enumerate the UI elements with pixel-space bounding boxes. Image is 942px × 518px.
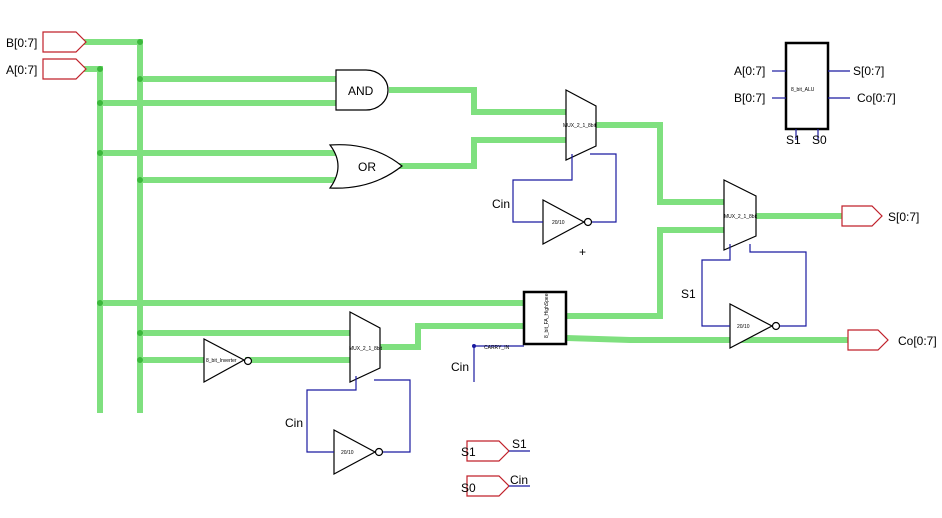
control-pin-s0-label: S0	[461, 481, 476, 495]
mux-bottom-label: MUX_2_1_8bit	[349, 346, 383, 352]
control-pin-s1-label: S1	[461, 445, 476, 459]
output-port-s[interactable]: S[0:7]	[841, 205, 919, 227]
mux-right[interactable]: MUX_2_1_8bit	[723, 179, 758, 251]
adder-carry-in-label: CARRY_IN	[484, 345, 510, 351]
alu-a-label: A[0:7]	[734, 64, 765, 78]
inverter-top-label: 20/10	[552, 220, 565, 226]
output-port-co[interactable]: Co[0:7]	[847, 329, 937, 351]
and-gate-label: AND	[348, 84, 374, 98]
output-port-co-label: Co[0:7]	[898, 334, 937, 348]
control-pin-s0[interactable]: S0 Cin	[461, 473, 530, 497]
cursor-crosshair-icon: +	[579, 245, 586, 259]
alu-co-label: Co[0:7]	[857, 91, 896, 105]
inverter-8bit-label: 8_bit_Inverter	[206, 358, 237, 364]
mux-bottom[interactable]: MUX_2_1_8bit	[349, 311, 383, 383]
cin-adder-label: Cin	[451, 360, 469, 374]
inverter-bottom-label: 20/10	[341, 450, 354, 456]
inverter-8bit[interactable]: 8_bit_Inverter	[203, 338, 253, 384]
and-gate[interactable]: AND	[335, 69, 389, 111]
adder-label: 8_bit_FA_HighSpeed	[544, 291, 550, 338]
input-port-a-label: A[0:7]	[6, 63, 37, 77]
alu-s1-label: S1	[786, 133, 801, 147]
input-port-b-label: B[0:7]	[6, 36, 37, 50]
mux-top[interactable]: MUX_2_1_8bit	[563, 89, 597, 161]
alu-s0-label: S0	[812, 133, 827, 147]
cin-top-label: Cin	[492, 197, 510, 211]
mux-right-label: MUX_2_1_8bit	[724, 214, 758, 220]
mux-top-label: MUX_2_1_8bit	[563, 123, 597, 129]
output-port-s-label: S[0:7]	[888, 210, 919, 224]
control-pin-s1-net: S1	[512, 437, 527, 451]
or-gate-label: OR	[358, 160, 376, 174]
alu-name: 8_bit_ALU	[791, 87, 815, 93]
alu-b-label: B[0:7]	[734, 91, 765, 105]
input-port-a[interactable]: A[0:7]	[6, 58, 87, 80]
input-port-b[interactable]: B[0:7]	[6, 31, 87, 53]
control-pin-s0-net: Cin	[510, 473, 528, 487]
alu-s-label: S[0:7]	[853, 64, 884, 78]
cin-bottom-label: Cin	[285, 416, 303, 430]
inverter-right-label: 20/10	[737, 324, 750, 330]
alu-symbol[interactable]: 8_bit_ALU A[0:7] B[0:7] S[0:7] Co[0:7] S…	[734, 41, 896, 147]
control-pin-s1[interactable]: S1 S1	[461, 437, 530, 462]
inverter-top[interactable]: 20/10	[542, 198, 593, 246]
s1-right-label: S1	[681, 287, 696, 301]
inverter-bottom[interactable]: 20/10	[333, 428, 384, 476]
or-gate[interactable]: OR	[328, 144, 403, 189]
bus-network	[83, 39, 851, 413]
adder-8bit[interactable]: 8_bit_FA_HighSpeed	[522, 291, 568, 346]
